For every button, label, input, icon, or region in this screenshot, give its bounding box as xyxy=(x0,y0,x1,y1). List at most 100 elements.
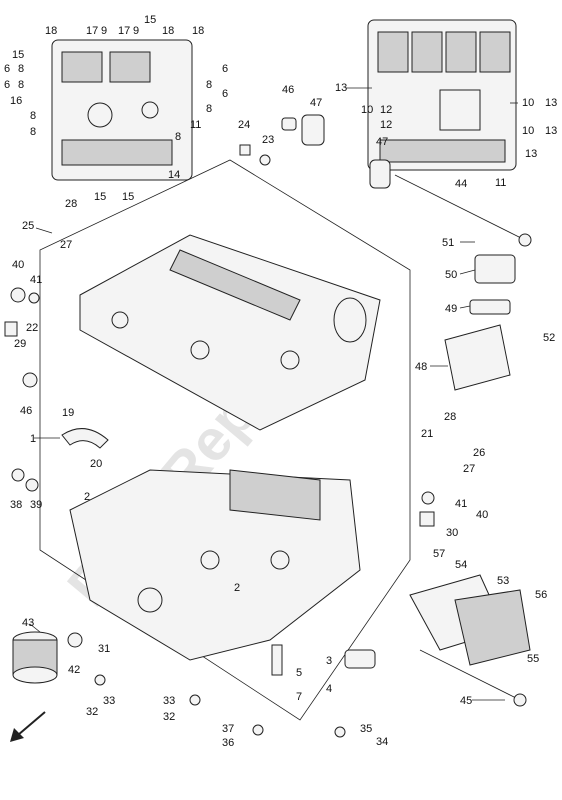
callout-39: 39 xyxy=(30,499,42,511)
callout-37: 37 xyxy=(222,723,234,735)
callout-25: 25 xyxy=(22,220,34,232)
callout-28: 28 xyxy=(444,411,456,423)
callout-33: 33 xyxy=(163,695,175,707)
inset-view-right xyxy=(367,19,517,171)
callout-labels: 18 17 9 17 9 15 18 18 15 6 8 6 8 16 8 8 … xyxy=(4,14,557,749)
callout-15: 15 xyxy=(94,191,106,203)
callout-13: 13 xyxy=(335,82,347,94)
oil-filter xyxy=(12,631,58,684)
callout-13: 13 xyxy=(525,148,537,160)
callout-50: 50 xyxy=(445,269,457,281)
callout-44: 44 xyxy=(455,178,467,190)
callout-41: 41 xyxy=(30,274,42,286)
oil-pump-cover xyxy=(409,574,531,666)
callout-11: 11 xyxy=(495,177,506,189)
callout-29: 29 xyxy=(14,338,26,350)
callout-56: 56 xyxy=(535,589,547,601)
callout-8: 8 xyxy=(30,110,36,122)
callout-48: 48 xyxy=(415,361,427,373)
callout-15: 15 xyxy=(12,49,24,61)
callout-31: 31 xyxy=(98,643,110,655)
callout-49: 49 xyxy=(445,303,457,315)
callout-6: 6 xyxy=(4,63,10,75)
callout-9: 9 xyxy=(133,25,139,37)
callout-13: 13 xyxy=(545,125,557,137)
callout-8: 8 xyxy=(18,79,24,91)
callout-36: 36 xyxy=(222,737,234,749)
long-bolts xyxy=(394,174,532,707)
callout-35: 35 xyxy=(360,723,372,735)
callout-47: 47 xyxy=(310,97,322,109)
callout-46: 46 xyxy=(20,405,32,417)
callout-8: 8 xyxy=(175,131,181,143)
callout-10: 10 xyxy=(522,97,534,109)
callout-18: 18 xyxy=(192,25,204,37)
callout-40: 40 xyxy=(12,259,24,271)
callout-40: 40 xyxy=(476,509,488,521)
callout-28: 28 xyxy=(65,198,77,210)
callout-16: 16 xyxy=(10,95,22,107)
callout-53: 53 xyxy=(497,575,509,587)
callout-3: 3 xyxy=(326,655,332,667)
front-direction-arrow xyxy=(10,711,46,742)
callout-10: 10 xyxy=(522,125,534,137)
callout-13: 13 xyxy=(545,97,557,109)
callout-18: 18 xyxy=(162,25,174,37)
callout-8: 8 xyxy=(30,126,36,138)
callout-41: 41 xyxy=(455,498,467,510)
callout-5: 5 xyxy=(296,667,302,679)
callout-38: 38 xyxy=(10,499,22,511)
callout-27: 27 xyxy=(60,239,72,251)
inset-view-left xyxy=(51,39,193,181)
callout-17: 17 xyxy=(86,25,98,37)
callout-8: 8 xyxy=(206,79,212,91)
callout-26: 26 xyxy=(473,447,485,459)
callout-2: 2 xyxy=(234,582,240,594)
callout-11: 11 xyxy=(190,119,201,131)
callout-33: 33 xyxy=(103,695,115,707)
callout-52: 52 xyxy=(543,332,555,344)
callout-14: 14 xyxy=(168,169,180,181)
callout-7: 7 xyxy=(296,691,302,703)
callout-12: 12 xyxy=(380,119,392,131)
callout-30: 30 xyxy=(446,527,458,539)
callout-42: 42 xyxy=(68,664,80,676)
leader-lines xyxy=(29,87,518,701)
callout-54: 54 xyxy=(455,559,467,571)
callout-4: 4 xyxy=(326,683,332,695)
upper-crankcase xyxy=(79,234,381,431)
callout-32: 32 xyxy=(86,706,98,718)
callout-1: 1 xyxy=(30,433,36,445)
callout-6: 6 xyxy=(222,88,228,100)
callout-34: 34 xyxy=(376,736,388,748)
callout-32: 32 xyxy=(163,711,175,723)
callout-15: 15 xyxy=(122,191,134,203)
assembly-outline xyxy=(39,159,411,721)
small-parts xyxy=(4,114,435,738)
callout-12: 12 xyxy=(380,104,392,116)
callout-19: 19 xyxy=(62,407,74,419)
callout-46: 46 xyxy=(282,84,294,96)
breather-cover xyxy=(444,254,516,391)
callout-51: 51 xyxy=(442,237,454,249)
callout-45: 45 xyxy=(460,695,472,707)
callout-18: 18 xyxy=(45,25,57,37)
callout-22: 22 xyxy=(26,322,38,334)
callout-6: 6 xyxy=(4,79,10,91)
callout-2: 2 xyxy=(84,491,90,503)
callout-15: 15 xyxy=(144,14,156,26)
callout-9: 9 xyxy=(101,25,107,37)
lower-crankcase xyxy=(69,469,361,661)
callout-8: 8 xyxy=(18,63,24,75)
callout-17: 17 xyxy=(118,25,130,37)
callout-55: 55 xyxy=(527,653,539,665)
callout-57: 57 xyxy=(433,548,445,560)
callout-6: 6 xyxy=(222,63,228,75)
callout-23: 23 xyxy=(262,134,274,146)
callout-10: 10 xyxy=(361,104,373,116)
callout-20: 20 xyxy=(90,458,102,470)
callout-24: 24 xyxy=(238,119,250,131)
callout-21: 21 xyxy=(421,428,433,440)
callout-47: 47 xyxy=(376,136,388,148)
